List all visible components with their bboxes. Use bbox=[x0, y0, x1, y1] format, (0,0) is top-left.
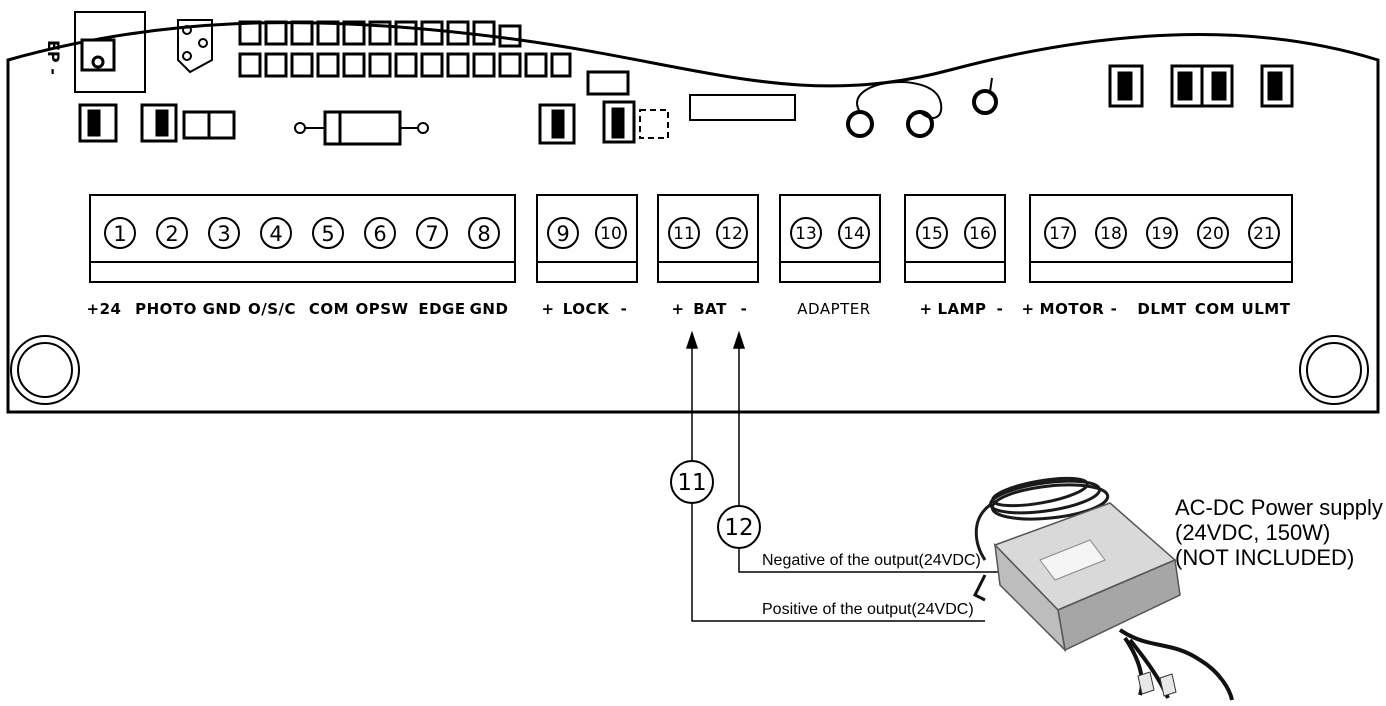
terminal-block-11-12 bbox=[657, 194, 759, 283]
terminal-number-20: 20 bbox=[1202, 224, 1224, 244]
terminal-number-7: 7 bbox=[425, 222, 438, 246]
mounting-hole-left bbox=[10, 335, 80, 405]
label-photo: PHOTO bbox=[135, 300, 197, 318]
power-supply-image bbox=[972, 476, 1234, 701]
control-board-outline bbox=[6, 21, 1380, 414]
terminal-number-18: 18 bbox=[1100, 224, 1122, 244]
terminal-number-17: 17 bbox=[1049, 224, 1071, 244]
label-bat-minus: - bbox=[741, 300, 748, 318]
callout-11-text: 11 bbox=[677, 470, 706, 496]
terminal-number-16: 16 bbox=[969, 224, 991, 244]
label-opsw: OPSW bbox=[355, 300, 408, 318]
label-dlmt: DLMT bbox=[1137, 300, 1186, 318]
label-motor-minus: - bbox=[1111, 300, 1118, 318]
callout-11: 11 bbox=[670, 460, 714, 504]
wire-negative bbox=[732, 330, 1005, 573]
supply-caption-line1: AC-DC Power supply bbox=[1175, 495, 1383, 520]
terminal-number-19: 19 bbox=[1151, 224, 1173, 244]
label-com-2: COM bbox=[1195, 300, 1235, 318]
mounting-hole-right bbox=[1299, 335, 1369, 405]
label-edge: EDGE bbox=[418, 300, 465, 318]
terminal-number-10: 10 bbox=[600, 224, 622, 244]
label-osc: O/S/C bbox=[248, 300, 296, 318]
label-adapter: ADAPTER bbox=[797, 300, 870, 318]
terminal-block-17-21 bbox=[1029, 194, 1293, 283]
terminal-number-6: 6 bbox=[373, 222, 386, 246]
callout-12-text: 12 bbox=[724, 515, 753, 541]
label-bat-plus: + bbox=[671, 300, 684, 318]
terminal-number-4: 4 bbox=[269, 222, 282, 246]
label-ulmt: ULMT bbox=[1242, 300, 1291, 318]
label-lock: LOCK bbox=[563, 300, 610, 318]
terminal-block-1-8 bbox=[89, 194, 516, 283]
terminal-number-15: 15 bbox=[921, 224, 943, 244]
board-components: EP - bbox=[44, 11, 1294, 146]
terminal-number-13: 13 bbox=[795, 224, 817, 244]
label-plus-24: +24 bbox=[87, 300, 122, 318]
terminal-block-9-10 bbox=[536, 194, 638, 283]
terminal-number-2: 2 bbox=[165, 222, 178, 246]
terminal-number-8: 8 bbox=[477, 222, 490, 246]
label-lamp-minus: - bbox=[997, 300, 1004, 318]
terminal-block-15-16 bbox=[904, 194, 1006, 283]
terminal-number-9: 9 bbox=[556, 222, 569, 246]
terminal-number-5: 5 bbox=[321, 222, 334, 246]
label-gnd-2: GND bbox=[470, 300, 509, 318]
wire-positive bbox=[685, 330, 985, 622]
label-motor: MOTOR bbox=[1040, 300, 1105, 318]
terminal-number-11: 11 bbox=[673, 224, 695, 244]
note-positive: Positive of the output(24VDC) bbox=[762, 601, 974, 618]
callout-12: 12 bbox=[717, 505, 761, 549]
label-lamp-plus: + bbox=[919, 300, 932, 318]
label-lock-plus: + bbox=[541, 300, 554, 318]
ep-marking: EP - bbox=[44, 40, 63, 75]
label-lock-minus: - bbox=[621, 300, 628, 318]
label-lamp: LAMP bbox=[937, 300, 986, 318]
label-bat: BAT bbox=[693, 300, 727, 318]
note-negative: Negative of the output(24VDC) bbox=[762, 552, 981, 569]
supply-caption-line2: (24VDC, 150W) bbox=[1175, 520, 1330, 545]
terminal-number-12: 12 bbox=[721, 224, 743, 244]
label-gnd-1: GND bbox=[203, 300, 242, 318]
label-motor-plus: + bbox=[1021, 300, 1034, 318]
terminal-number-21: 21 bbox=[1253, 224, 1275, 244]
supply-caption-line3: (NOT INCLUDED) bbox=[1175, 545, 1354, 570]
terminal-number-14: 14 bbox=[843, 224, 865, 244]
terminal-block-13-14 bbox=[779, 194, 881, 283]
terminal-number-1: 1 bbox=[113, 222, 126, 246]
terminal-number-3: 3 bbox=[217, 222, 230, 246]
label-com-1: COM bbox=[309, 300, 349, 318]
